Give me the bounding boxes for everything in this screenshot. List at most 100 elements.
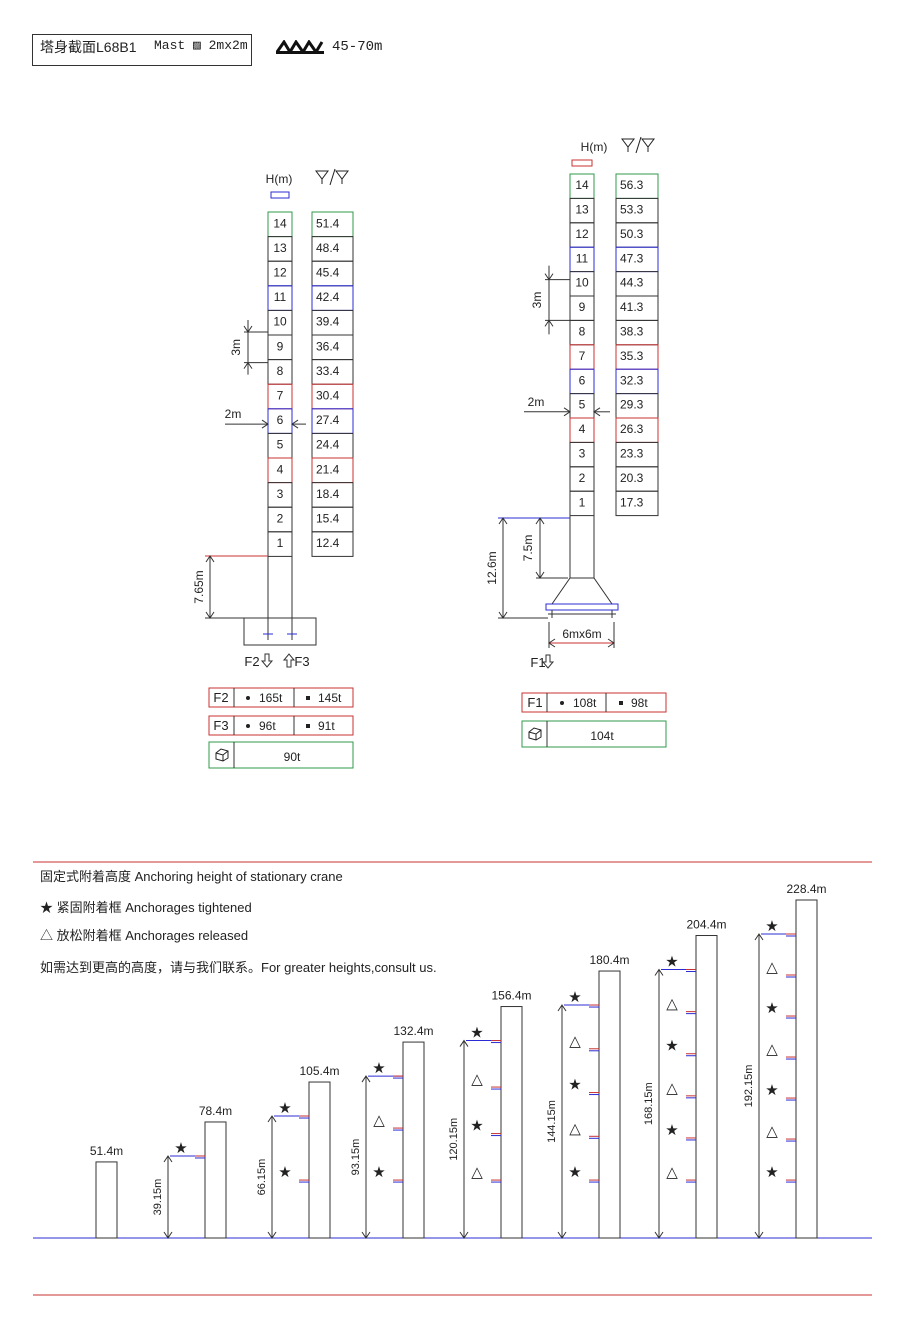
right-section-number: 9 [579, 300, 586, 314]
star-icon: ★ [665, 1122, 678, 1139]
hook-stroke [641, 138, 655, 148]
left-height-value: 33.4 [316, 364, 340, 378]
left-height-value: 51.4 [316, 216, 340, 230]
anchoring-tower-height: 132.4m [393, 1024, 433, 1038]
left-h-label: H(m) [266, 172, 293, 186]
left-base-arrow [205, 555, 215, 563]
right-base-text: 7.5m [521, 535, 535, 562]
right-height-value: 35.3 [620, 349, 644, 363]
right-dot-icon [560, 701, 564, 705]
left-section-number: 9 [277, 339, 284, 353]
left-force-v2: 91t [318, 719, 335, 733]
hook-stroke [335, 170, 349, 180]
right-section-number: 5 [579, 398, 586, 412]
right-section-number: 13 [575, 203, 589, 217]
right-dim3-arrow [544, 319, 554, 327]
right-square-icon [619, 701, 623, 705]
right-chassis-beam [545, 603, 619, 611]
triangle-icon: △ [766, 1123, 778, 1140]
anchoring-tower-height: 105.4m [299, 1064, 339, 1078]
anchoring-dim-text: 93.15m [350, 1139, 362, 1176]
right-height-value: 44.3 [620, 276, 644, 290]
right-section-number: 4 [579, 422, 586, 436]
anchoring-tower-height: 51.4m [90, 1144, 123, 1158]
anchoring-tower-body [695, 935, 718, 1239]
left-section-number: 14 [273, 216, 287, 230]
right-height-cell [615, 490, 659, 517]
anchoring-tower-height: 228.4m [786, 882, 826, 896]
left-section-number: 7 [277, 388, 284, 402]
anchoring-dim-text: 192.15m [743, 1065, 755, 1108]
right-dim2-arrow [563, 407, 571, 417]
right-height-value: 47.3 [620, 251, 644, 265]
star-icon: ★ [278, 1164, 291, 1181]
right-hook-icon [621, 136, 655, 154]
hook-stroke [315, 170, 329, 180]
anchoring-dim-arrow [557, 1231, 567, 1239]
anchoring-dim-arrow [267, 1231, 277, 1239]
right-base-arrow [535, 571, 545, 579]
right-height-value: 29.3 [620, 398, 644, 412]
header-box [32, 34, 252, 66]
right-force-label: F1 [527, 695, 542, 710]
legend-tightened-text: 紧固附着框 Anchorages tightened [56, 900, 252, 915]
left-height-value: 45.4 [316, 265, 340, 279]
right-height-value: 17.3 [620, 495, 644, 509]
legend-released: △ 放松附着框 Anchorages released [40, 925, 248, 944]
right-height-value: 50.3 [620, 227, 644, 241]
mast-size: Mast ▨ 2mx2m [154, 38, 248, 53]
anchoring-tower-height: 78.4m [199, 1104, 232, 1118]
left-square-icon [306, 696, 310, 700]
triangle-icon: △ [766, 1041, 778, 1058]
star-icon: ★ [765, 1082, 778, 1099]
hook-stroke [621, 138, 635, 148]
ballast-shape [528, 727, 542, 741]
right-section-number: 11 [576, 251, 589, 265]
right-dim3-text: 3m [530, 292, 544, 309]
right-height-value: 41.3 [620, 300, 644, 314]
star-icon: ★ [765, 1164, 778, 1181]
triangle-icon: △ [569, 1033, 581, 1050]
right-section-number: 12 [575, 227, 589, 241]
star-icon: ★ [470, 1118, 483, 1135]
left-dim2-arrow [261, 419, 269, 429]
right-section-number: 8 [579, 325, 586, 339]
right-section-number: 2 [579, 471, 586, 485]
right-height-value: 32.3 [620, 373, 644, 387]
right-chassis-frame [551, 577, 613, 605]
right-force-v1: 108t [573, 696, 597, 710]
left-force-row [208, 715, 354, 736]
legend-released-text: 放松附着框 Anchorages released [56, 928, 249, 943]
anchoring-dim-arrow [163, 1155, 173, 1163]
star-icon: ★ [40, 900, 57, 915]
legend-note: 如需达到更高的高度，请与我们联系。For greater heights,con… [40, 960, 437, 975]
triangle-icon: △ [373, 1112, 385, 1129]
left-base-arrow [205, 611, 215, 619]
left-ballast-value: 90t [284, 750, 301, 764]
left-force-row [208, 687, 354, 708]
anchoring-tower-body [500, 1006, 523, 1239]
left-height-value: 39.4 [316, 315, 340, 329]
left-hook-icon [315, 168, 349, 186]
triangle-icon: △ [666, 1080, 678, 1097]
anchoring-dim-text: 39.15m [152, 1179, 164, 1216]
right-height-value: 23.3 [620, 447, 644, 461]
left-force-v1: 96t [259, 719, 276, 733]
left-section-number: 5 [277, 438, 284, 452]
left-section-number: 13 [273, 241, 287, 255]
star-icon: ★ [372, 1060, 385, 1077]
left-f2-arrow [260, 653, 274, 668]
right-total-arrow [498, 517, 508, 525]
left-height-value: 21.4 [316, 462, 340, 476]
anchoring-tower-body [204, 1121, 227, 1239]
left-force-v1: 165t [259, 691, 283, 705]
legend-title: 固定式附着高度 Anchoring height of stationary c… [40, 869, 343, 884]
left-dot-icon [246, 724, 250, 728]
right-height-value: 26.3 [620, 422, 644, 436]
right-ballast-row [521, 720, 667, 748]
anchoring-dim-arrow [754, 1231, 764, 1239]
anchoring-dim-arrow [459, 1039, 469, 1047]
right-section-number: 3 [579, 447, 586, 461]
jib-icon [276, 40, 324, 54]
right-total-text: 12.6m [485, 551, 499, 584]
